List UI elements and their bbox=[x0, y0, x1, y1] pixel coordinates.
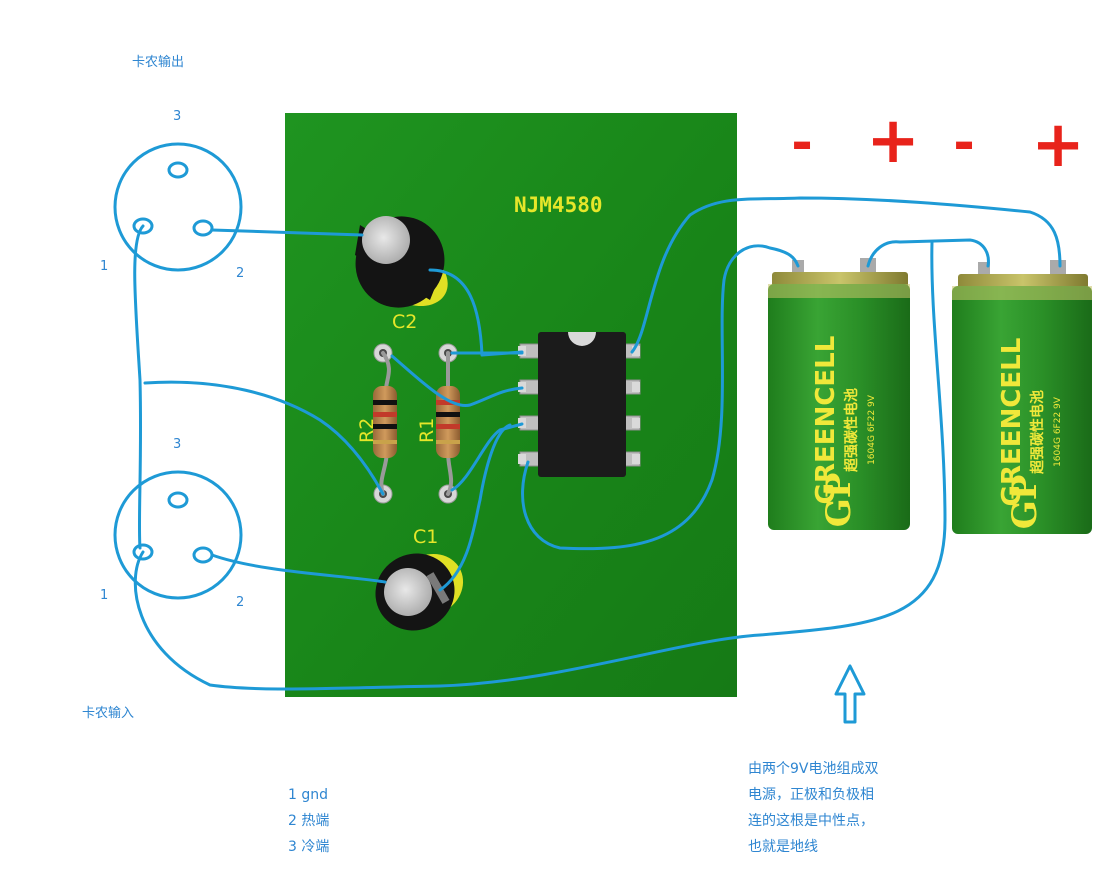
pin-legend: 1 gnd 2 热端 3 冷端 bbox=[288, 782, 329, 860]
legend-item: 2 热端 bbox=[288, 813, 330, 829]
battery-sub: 超强碳性电池 bbox=[1029, 390, 1046, 475]
note-line: 电源，正极和负极相 bbox=[748, 787, 874, 803]
xlr-output-pin-2: 2 bbox=[236, 266, 245, 281]
xlr-output-connector bbox=[113, 142, 243, 272]
pcb-board bbox=[285, 113, 737, 697]
note-line: 连的这根是中性点， bbox=[748, 813, 874, 829]
note-line: 也就是地线 bbox=[748, 839, 818, 855]
battery-sub: 超强碳性电池 bbox=[843, 388, 860, 473]
capacitor-c1 bbox=[375, 553, 464, 631]
battery-2 bbox=[952, 260, 1092, 534]
battery-brand: GREENCELL bbox=[997, 338, 1027, 507]
battery-1-negative: - bbox=[791, 113, 813, 173]
capacitor-c2 bbox=[355, 216, 448, 308]
xlr-output-pin-1: 1 bbox=[100, 259, 109, 274]
r1-label: R1 bbox=[416, 418, 438, 443]
xlr-input-pin-1: 1 bbox=[100, 588, 109, 603]
xlr-input-label: 卡农输入 bbox=[82, 706, 135, 721]
wiring bbox=[133, 196, 1062, 691]
arrow-up-icon bbox=[834, 664, 866, 724]
battery-1-label: GREENCELL 超强碳性电池 1604G 6F22 9V GP bbox=[811, 336, 877, 528]
xlr-output-pin-3: 3 bbox=[173, 109, 182, 124]
xlr-input-pin-2: 2 bbox=[236, 595, 245, 610]
battery-logo: GP bbox=[1005, 475, 1045, 530]
battery-logo: GP bbox=[819, 473, 859, 528]
battery-1 bbox=[768, 258, 910, 530]
battery-code: 1604G 6F22 9V bbox=[867, 394, 877, 465]
legend-item: 3 冷端 bbox=[288, 839, 330, 855]
resistor-r2 bbox=[373, 386, 397, 458]
battery-1-positive: + bbox=[866, 104, 920, 178]
battery-2-label: GREENCELL 超强碳性电池 1604G 6F22 9V GP bbox=[997, 338, 1063, 530]
battery-2-positive: + bbox=[1031, 108, 1085, 182]
ground-note: 由两个9V电池组成双 电源，正极和负极相 连的这根是中性点， 也就是地线 bbox=[748, 756, 908, 860]
battery-brand: GREENCELL bbox=[811, 336, 841, 505]
c2-label: C2 bbox=[392, 311, 417, 333]
battery-code: 1604G 6F22 9V bbox=[1053, 396, 1063, 467]
legend-item: 1 gnd bbox=[288, 787, 329, 803]
battery-2-negative: - bbox=[953, 113, 975, 173]
ic-chip bbox=[518, 332, 641, 477]
xlr-output-label: 卡农输出 bbox=[132, 55, 185, 70]
note-line: 由两个9V电池组成双 bbox=[748, 761, 879, 777]
xlr-input-pin-3: 3 bbox=[173, 437, 182, 452]
r2-label: R2 bbox=[356, 418, 378, 443]
chip-label: NJM4580 bbox=[514, 193, 603, 217]
c1-label: C1 bbox=[413, 526, 438, 548]
